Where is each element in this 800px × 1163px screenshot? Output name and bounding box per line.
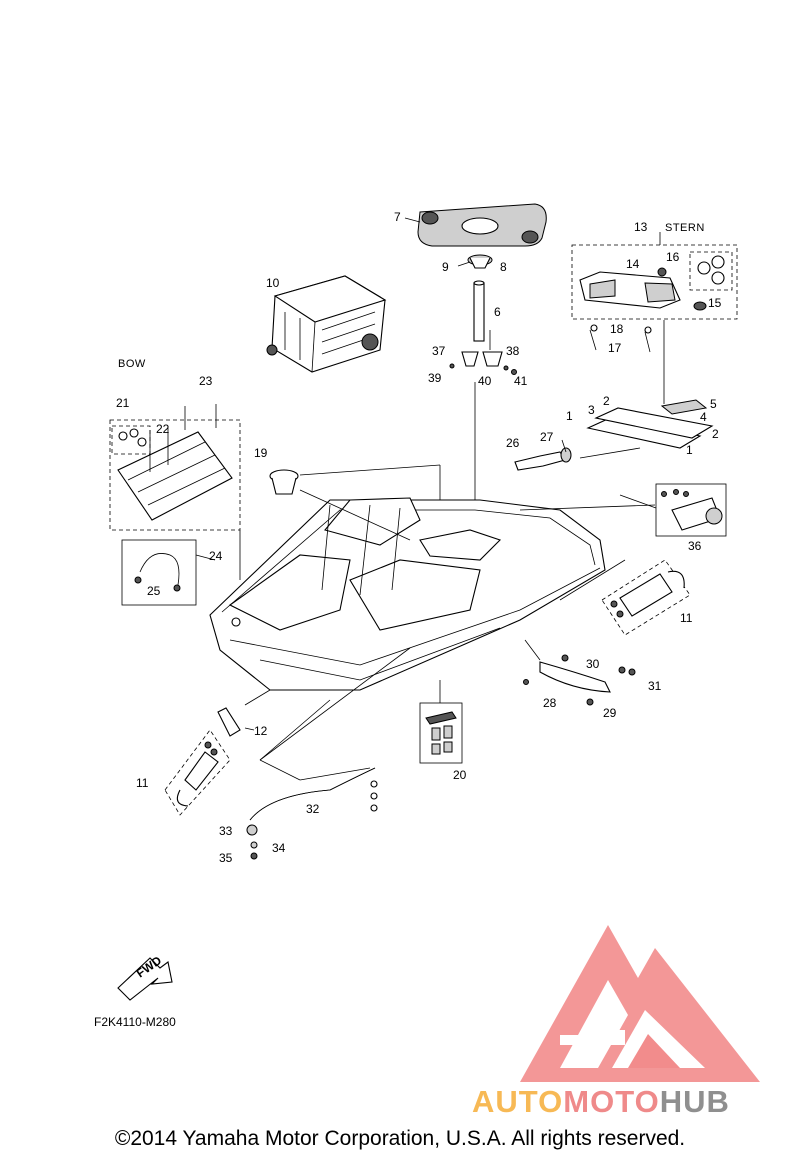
callout-38: 38	[506, 344, 520, 358]
copyright-notice: ©2014 Yamaha Motor Corporation, U.S.A. A…	[114, 1127, 686, 1150]
callout-2: 2	[603, 394, 610, 408]
callout-37: 37	[432, 344, 446, 358]
callout-32: 32	[306, 802, 320, 816]
callout-27: 27	[540, 430, 554, 444]
part-20-cleat-set	[419, 702, 463, 764]
callout-35: 35	[219, 851, 233, 865]
parts-26-27-hose	[514, 439, 572, 471]
part-6-pole	[473, 280, 485, 342]
callout-16: 16	[666, 250, 680, 264]
bow-ladder-box	[109, 404, 241, 531]
callout-22: 22	[156, 422, 170, 436]
callout-21: 21	[116, 396, 130, 410]
bow-label: BOW	[118, 358, 146, 370]
part-19-cup-holder	[269, 469, 299, 495]
callout-8: 8	[500, 260, 507, 274]
stern-assembly-box	[571, 244, 738, 320]
parts-37-41-brackets	[449, 351, 517, 375]
callout-31: 31	[648, 679, 662, 693]
parts-11-12-cleat-left	[164, 707, 241, 816]
boat-hull	[209, 497, 606, 691]
parts-24-25-box	[121, 539, 197, 606]
callout-15: 15	[708, 296, 722, 310]
callout-36: 36	[688, 539, 702, 553]
callout-28: 28	[543, 696, 557, 710]
part-32-rail	[246, 767, 378, 860]
callout-39: 39	[428, 371, 442, 385]
part-11-cleat-right	[601, 559, 691, 636]
callout-2: 2	[712, 427, 719, 441]
callout-18: 18	[610, 322, 624, 336]
callout-19: 19	[254, 446, 268, 460]
part-10-cooler	[266, 275, 387, 373]
callout-23: 23	[199, 374, 213, 388]
callout-11: 11	[136, 776, 149, 790]
stern-label: STERN	[665, 222, 705, 234]
callout-17: 17	[608, 341, 622, 355]
callout-24: 24	[209, 549, 223, 563]
callout-34: 34	[272, 841, 286, 855]
callout-7: 7	[394, 210, 401, 224]
part-9-screw	[457, 261, 471, 267]
parts-17-18-bolts	[589, 324, 652, 353]
callout-10: 10	[266, 276, 280, 290]
callout-30: 30	[586, 657, 600, 671]
callout-6: 6	[494, 305, 501, 319]
callout-29: 29	[603, 706, 617, 720]
callout-20: 20	[453, 768, 467, 782]
part-7-cover	[417, 203, 547, 247]
callout-numbers: 1 1 2 2 3 4 5 6 7 8 9 10 11 11 12 13 14 …	[116, 210, 722, 865]
svg-text:AUTOMOTOHUB: AUTOMOTOHUB	[472, 1084, 730, 1119]
parts-1-5-rails	[586, 399, 714, 449]
automotohub-watermark-logo	[520, 925, 760, 1082]
callout-4: 4	[700, 410, 707, 424]
callout-3: 3	[588, 403, 595, 417]
callout-13: 13	[634, 220, 648, 234]
parts-28-31-handle	[523, 654, 636, 706]
callout-41: 41	[514, 374, 528, 388]
watermark-moto: MOTO	[563, 1084, 659, 1119]
callout-1: 1	[686, 443, 693, 457]
callout-9: 9	[442, 260, 449, 274]
callout-14: 14	[626, 257, 640, 271]
watermark-auto: AUTO	[472, 1084, 563, 1119]
part-36-plate	[655, 483, 727, 537]
callout-25: 25	[147, 584, 161, 598]
callout-12: 12	[254, 724, 268, 738]
callout-1: 1	[566, 409, 573, 423]
figure-code: F2K4110-M280	[94, 1015, 176, 1029]
callout-40: 40	[478, 374, 492, 388]
callout-33: 33	[219, 824, 233, 838]
watermark-hub: HUB	[660, 1084, 730, 1119]
fwd-arrow-icon	[117, 957, 173, 1001]
callout-26: 26	[506, 436, 520, 450]
part-8-base	[467, 254, 493, 269]
leader-lines	[195, 217, 665, 781]
callout-11: 11	[680, 611, 693, 625]
callout-5: 5	[710, 397, 717, 411]
